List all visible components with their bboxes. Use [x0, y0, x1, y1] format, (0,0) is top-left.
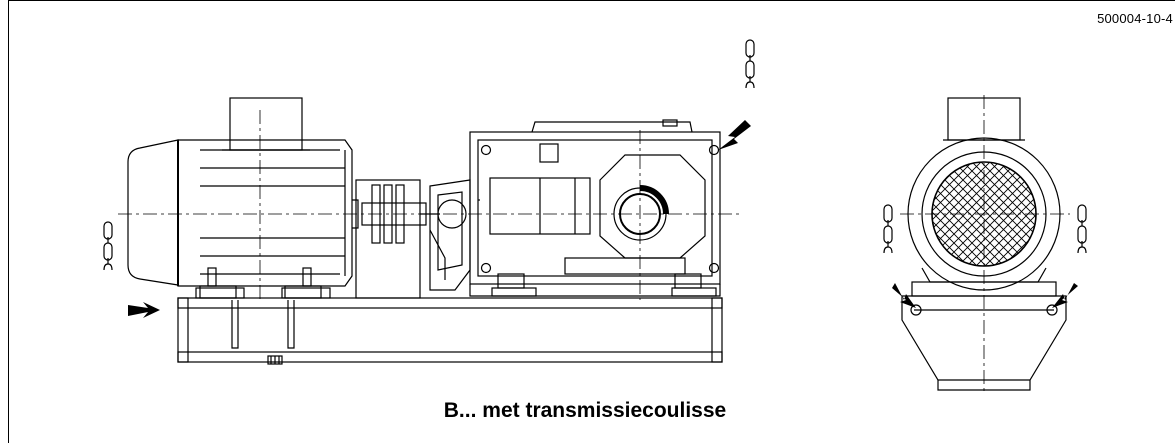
motor [127, 139, 359, 287]
chain-icon [883, 204, 893, 254]
coupling [355, 179, 440, 299]
gearbox-input [429, 179, 471, 291]
side-view [103, 39, 755, 365]
motor-terminal-box [222, 97, 310, 151]
chain-icon [1077, 204, 1087, 254]
motor-feet [195, 267, 331, 299]
arrow-icon [718, 120, 751, 150]
lifting-eye-icon [1046, 304, 1058, 316]
lifting-eye-icon [910, 304, 922, 316]
base-frame [177, 297, 723, 365]
gearbox [469, 119, 721, 297]
front-base [901, 267, 1067, 391]
drawing-caption: B... met transmissiecoulisse [443, 399, 727, 422]
chain-icon [745, 39, 755, 89]
drawing-frame [8, 0, 1175, 443]
chain-icon [103, 221, 113, 271]
arrow-icon [892, 283, 916, 308]
document-id: 500004-10-4 [1097, 11, 1173, 26]
arrow-icon [128, 302, 160, 318]
front-view [883, 95, 1087, 395]
arrow-icon [1052, 283, 1078, 308]
